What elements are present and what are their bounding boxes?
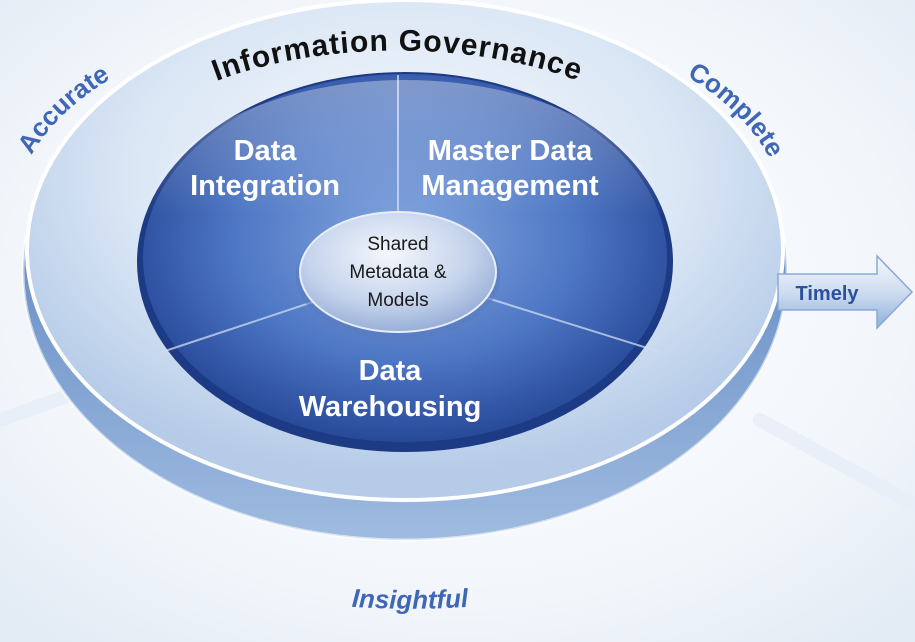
center-line-3: Models: [367, 290, 428, 311]
center-hub-label: Shared Metadata & Models: [349, 234, 446, 311]
center-hub: [299, 211, 497, 333]
segment-master-data-management: Master Data Management: [421, 135, 599, 202]
center-line-2: Metadata &: [349, 262, 446, 283]
segment-data-warehousing: Data Warehousing: [299, 355, 482, 423]
quality-insightful: Insightful: [351, 583, 470, 615]
segment-data-integration: Data Integration: [190, 135, 340, 202]
center-line-1: Shared: [367, 234, 428, 255]
master-data-line-2: Management: [421, 170, 599, 202]
quality-timely: Timely: [796, 283, 860, 305]
data-integration-line-1: Data: [234, 135, 298, 167]
arrow-right-icon: [777, 254, 914, 330]
timely-arrow: Timely: [777, 254, 914, 330]
data-warehousing-line-1: Data: [359, 355, 423, 387]
master-data-line-1: Master Data: [428, 135, 593, 167]
data-integration-line-2: Integration: [190, 170, 340, 202]
data-warehousing-line-2: Warehousing: [299, 391, 482, 423]
